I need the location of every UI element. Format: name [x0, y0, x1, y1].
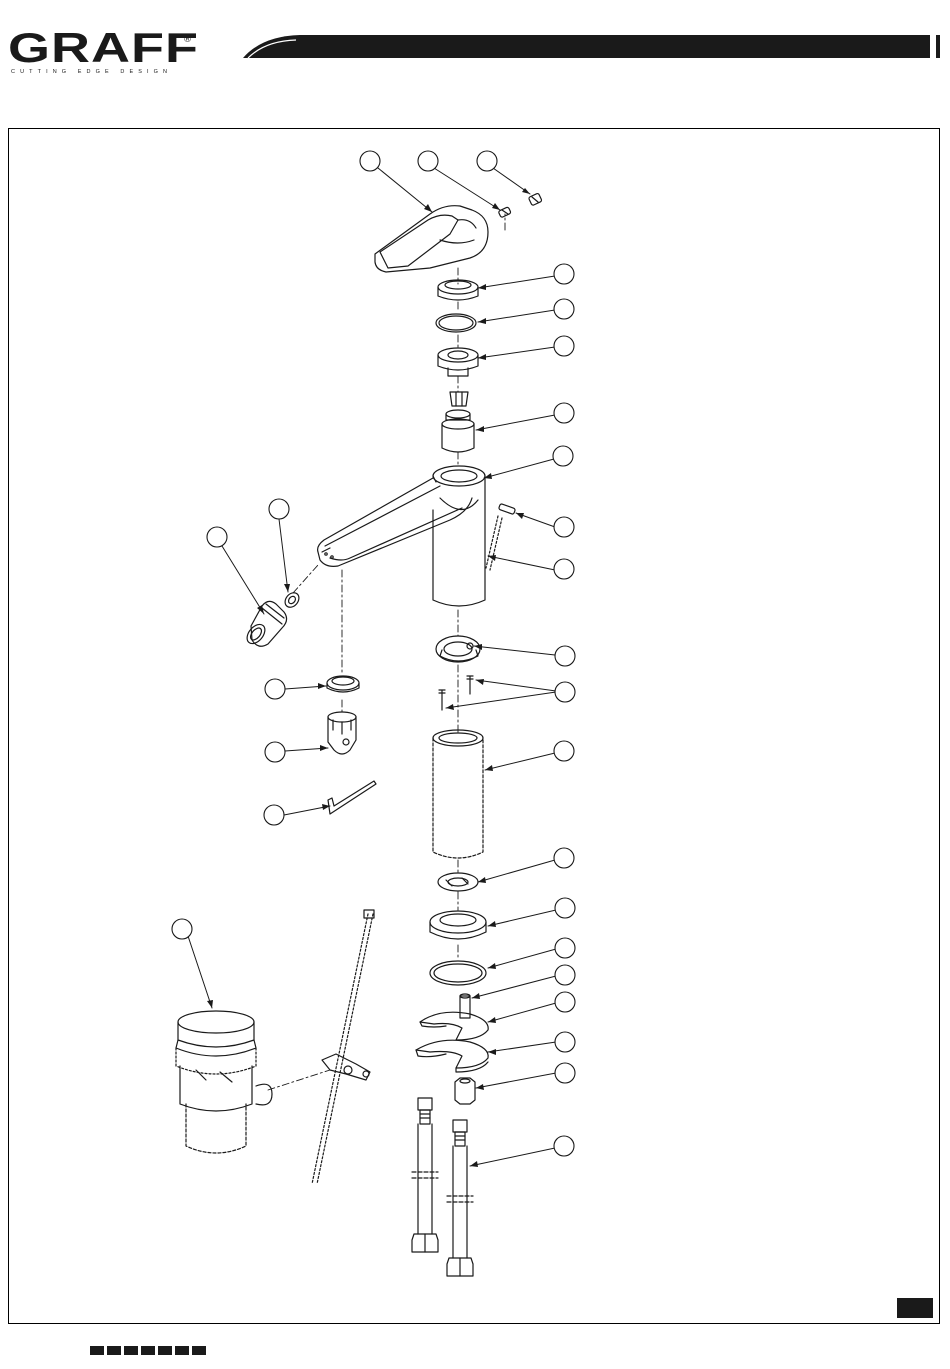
supply-hose-left	[412, 1098, 438, 1252]
leader-arrowheads	[207, 188, 530, 1167]
pop-up-knob	[498, 503, 515, 514]
page-number-box	[897, 1298, 933, 1318]
callout-2	[418, 151, 438, 171]
bonnet-nut	[438, 348, 478, 376]
pivot-rod	[312, 914, 373, 1184]
leader-lines	[188, 168, 556, 1166]
callout-24	[265, 679, 285, 699]
footer-square	[175, 1346, 189, 1355]
base-gasket	[438, 873, 478, 891]
callout-19	[555, 1032, 575, 1052]
assembly-center-lines	[268, 214, 505, 1090]
callout-3	[477, 151, 497, 171]
lever-handle	[375, 206, 488, 272]
mounting-nut	[455, 1078, 475, 1104]
callout-17	[555, 965, 575, 985]
callout-26	[264, 805, 284, 825]
escutcheon-ring	[430, 911, 486, 939]
footer-mark	[90, 1346, 206, 1355]
callout-13	[554, 741, 574, 761]
aerator-washer	[282, 590, 301, 610]
callout-9	[554, 517, 574, 537]
aerator-key	[328, 712, 356, 754]
callout-21	[554, 1136, 574, 1156]
pivot-clip	[322, 910, 374, 1080]
body-sleeve	[433, 730, 483, 858]
footer-square	[141, 1346, 155, 1355]
o-ring-bottom	[430, 961, 486, 985]
callout-1	[360, 151, 380, 171]
footer-square	[107, 1346, 121, 1355]
o-ring-top	[436, 314, 476, 332]
callout-6	[554, 336, 574, 356]
callout-14	[554, 848, 574, 868]
callout-12	[555, 682, 575, 702]
footer-square	[192, 1346, 206, 1355]
base-plate	[436, 636, 480, 662]
callout-8	[553, 446, 573, 466]
aerator	[244, 601, 287, 646]
callout-23	[207, 527, 227, 547]
supply-hose-right	[447, 1120, 473, 1276]
callout-11	[555, 646, 575, 666]
callout-25	[265, 742, 285, 762]
pop-up-rod	[486, 516, 502, 570]
callout-4	[554, 264, 574, 284]
footer-square	[90, 1346, 104, 1355]
callout-15	[555, 898, 575, 918]
horseshoe-washer	[420, 1012, 488, 1040]
footer-square	[158, 1346, 172, 1355]
callout-20	[555, 1063, 575, 1083]
callout-22	[269, 499, 289, 519]
footer-square	[124, 1346, 138, 1355]
valve-cartridge	[442, 392, 474, 452]
faucet-body	[318, 466, 485, 606]
pop-up-drain	[176, 1011, 272, 1153]
threaded-stud	[460, 994, 470, 1018]
callout-10	[554, 559, 574, 579]
callout-7	[554, 403, 574, 423]
set-screw	[498, 207, 511, 218]
horseshoe-plate	[416, 1040, 488, 1072]
callout-5	[554, 299, 574, 319]
callout-27	[172, 919, 192, 939]
spout-ring	[327, 676, 359, 692]
callout-circles	[172, 151, 575, 1156]
hex-key	[328, 781, 376, 814]
hole-cap	[528, 193, 542, 206]
callout-16	[555, 938, 575, 958]
callout-18	[555, 992, 575, 1012]
